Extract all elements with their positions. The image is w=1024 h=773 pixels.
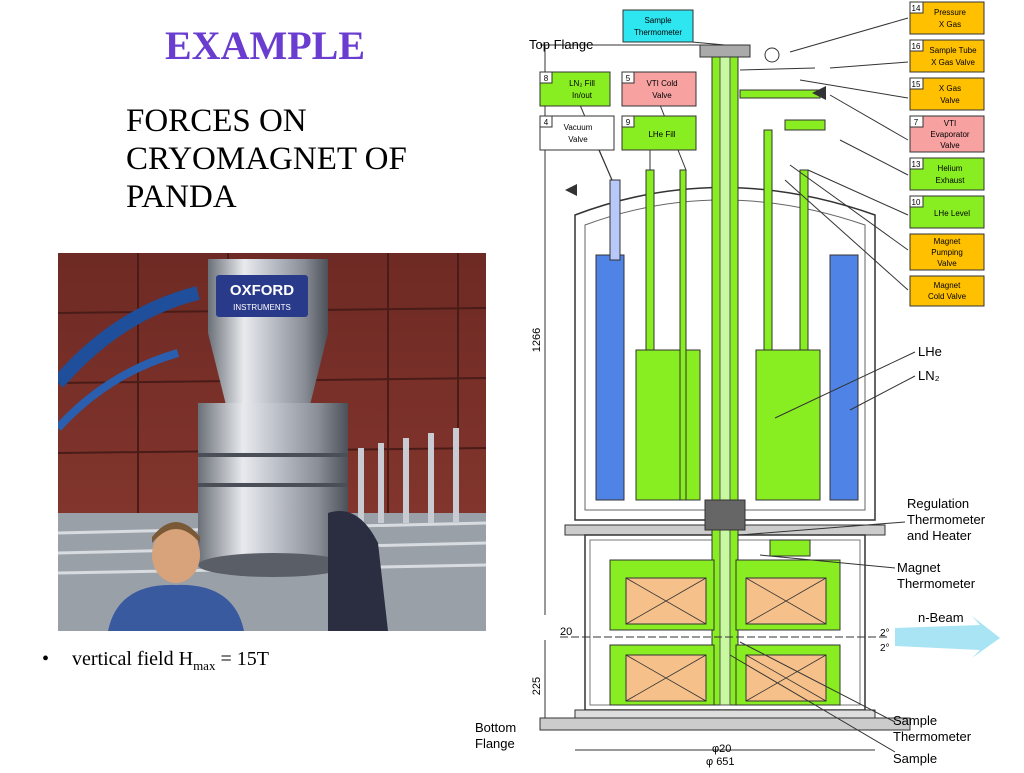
label-text: Pumping [931,248,963,257]
label-text: Magnet [934,237,961,246]
magnet-thermometer-label: Thermometer [897,576,976,591]
label-number: 10 [912,198,921,207]
label-text: Cold Valve [928,292,967,301]
label-text: Thermometer [634,28,682,37]
bottom-flange-label: Bottom [475,720,516,735]
bullet-text: vertical field H [72,648,194,670]
dimension-label-gap: 20 [560,626,572,638]
lhe-reservoir-right [755,349,821,501]
slide-title: EXAMPLE [165,23,365,68]
ln2-column-left [595,254,625,501]
bullet-item: •vertical field Hmax = 15T [42,648,269,673]
callout-lines [579,17,916,753]
label-box-sample-thermometer [622,9,694,43]
label-number: 15 [912,80,921,89]
label-number: 8 [544,74,549,83]
right-label-boxes: 14 Pressure X Gas 16 Sample Tube X Gas V… [909,1,985,307]
label-number: 14 [912,4,921,13]
dimension-label-diameter: φ20 [712,743,731,755]
label-text: Evaporator [930,130,969,139]
label-box-magnet-cold [909,275,985,307]
label-text: VTI Cold [646,79,677,88]
slide-subtitle: FORCES ON CRYOMAGNET OF PANDA [126,102,496,216]
logo-text: OXFORD [230,282,294,299]
label-text: X Gas [939,84,961,93]
regulation-label: Regulation [907,496,969,511]
cryostat-ring [198,403,348,449]
subtitle-line: FORCES ON [126,103,307,139]
sample-thermometer-label: Sample [893,713,937,728]
n-beam-label: n-Beam [918,610,964,625]
label-box-magnet-pumping [909,233,985,271]
label-text: Valve [940,96,960,105]
label-text: Sample Tube [929,46,977,55]
dimension-label-lower: 225 [531,677,543,695]
bullet-text-value: = 15T [215,648,269,670]
ln2-column-right [829,254,859,501]
top-flange-label: Top Flange [529,37,593,52]
label-text: Pressure [934,8,967,17]
sample-label: Sample [893,751,937,766]
angle-label: 2° [880,643,890,654]
regulation-label: Thermometer [907,512,986,527]
bottom-flange-label: Flange [475,736,515,751]
label-number: 9 [626,118,631,127]
dimension-label-diameter: φ 651 [706,756,735,768]
label-text: Valve [568,135,588,144]
bullet-subscript: max [193,658,216,673]
magnet-thermometer-label: Magnet [897,560,941,575]
photo-illustration: OXFORD INSTRUMENTS [58,253,486,631]
outer-vessel [574,186,876,521]
label-text: Sample [644,16,672,25]
label-text: Helium [938,164,963,173]
cryomagnet-photo: OXFORD INSTRUMENTS [58,253,486,631]
label-text: Magnet [934,281,961,290]
dimension-label-height: 1266 [531,328,543,352]
logo-text: INSTRUMENTS [233,303,291,312]
label-number: 5 [626,74,631,83]
label-text: LHe Level [934,209,970,218]
person-arm [328,511,388,631]
subtitle-line: CRYOMAGNET OF [126,141,407,177]
regulation-label: and Heater [907,528,972,543]
label-text: X Gas Valve [931,58,975,67]
cryomagnet-diagram: Sample Thermometer 8 LN₂ Fill In/out 5 V… [470,0,1024,768]
label-text: In/out [572,91,593,100]
person-shirt [108,584,244,631]
label-text: Valve [940,141,960,150]
top-flange-plate [699,44,751,58]
angle-label: 2° [880,628,890,639]
blue-beamline [58,286,200,388]
sample-thermometer-label: Thermometer [893,729,972,744]
lhe-label: LHe [918,344,942,359]
label-number: 16 [912,42,921,51]
label-text: Valve [937,259,957,268]
diagram-svg: Sample Thermometer 8 LN₂ Fill In/out 5 V… [475,1,1000,768]
lhe-reservoir-left [635,349,701,501]
label-text: X Gas [939,20,961,29]
ln2-label: LN₂ [918,368,940,383]
subtitle-line: PANDA [126,179,237,215]
label-number: 13 [912,160,921,169]
label-number: 4 [544,118,549,127]
label-text: LHe Fill [648,130,675,139]
label-text: Valve [652,91,672,100]
oxford-logo [216,275,308,317]
label-number: 7 [914,118,919,127]
label-text: VTI [944,119,956,128]
neutron-beam-arrow [895,616,1000,658]
cryostat-lower [198,443,348,563]
cryostat-cone [208,333,328,413]
label-text: Exhaust [936,176,966,185]
pressure-gauge-icon [764,47,780,63]
person-face [152,527,200,583]
label-text: LN₂ Fill [569,79,595,88]
label-text: Vacuum [564,123,593,132]
